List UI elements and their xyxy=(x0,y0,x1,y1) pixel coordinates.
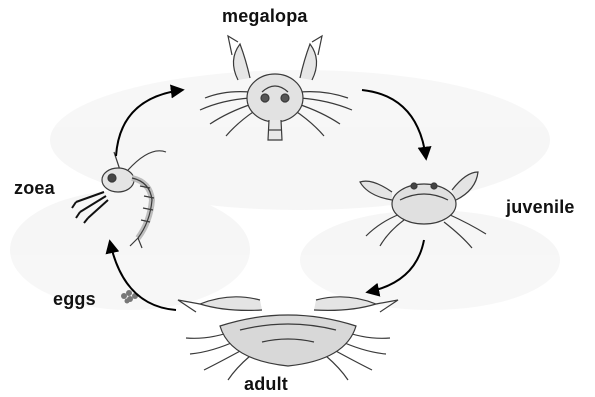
eggs-label: eggs xyxy=(53,289,96,310)
adult-illustration xyxy=(178,297,398,380)
juvenile-label: juvenile xyxy=(506,197,575,218)
zoea-label: zoea xyxy=(14,178,55,199)
megalopa-label: megalopa xyxy=(222,6,308,27)
adult-label: adult xyxy=(244,374,288,395)
